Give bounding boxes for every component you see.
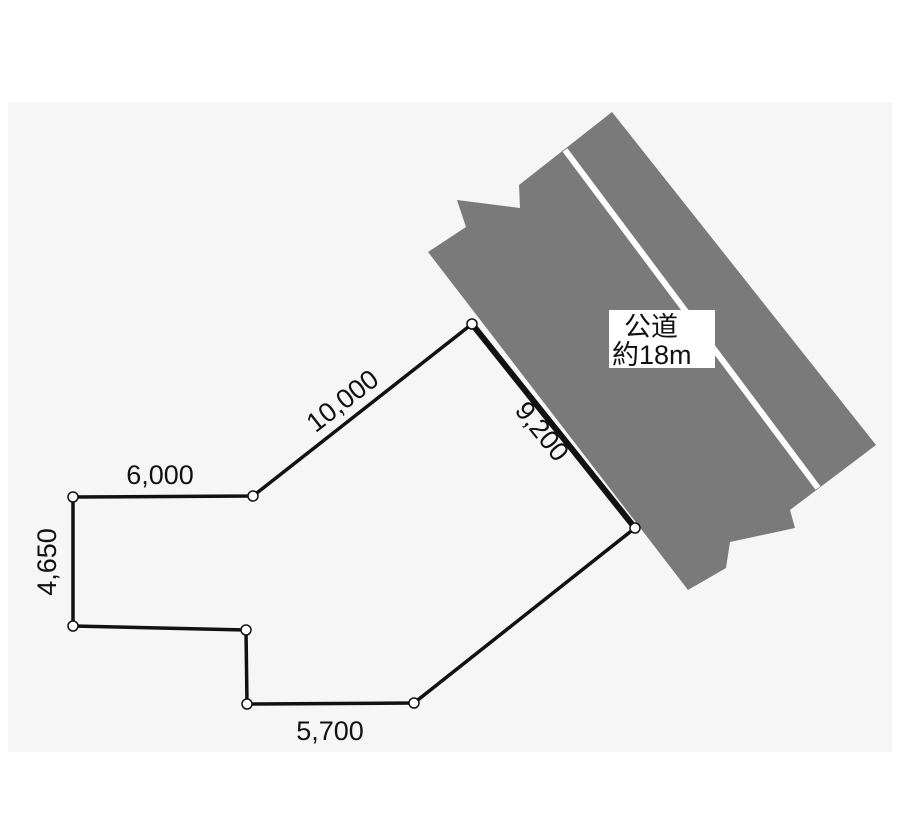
road-frontage-edge — [469, 322, 638, 530]
road-label-line1: 公道 — [624, 312, 678, 342]
lot-vertex — [241, 698, 253, 710]
dimension-left: 4,650 — [32, 528, 62, 596]
dimension-top-left: 6,000 — [126, 460, 194, 490]
lot-vertex — [247, 490, 259, 502]
lot-vertex — [67, 491, 79, 503]
road-label-line2: 約18m — [612, 340, 692, 370]
dimension-bottom: 5,700 — [296, 716, 364, 746]
lot-vertex — [408, 697, 420, 709]
lot-vertex — [67, 620, 79, 632]
lot-vertex — [466, 318, 478, 330]
road-label-box — [609, 310, 715, 368]
lot-vertex — [629, 522, 641, 534]
lot-vertex — [240, 624, 252, 636]
